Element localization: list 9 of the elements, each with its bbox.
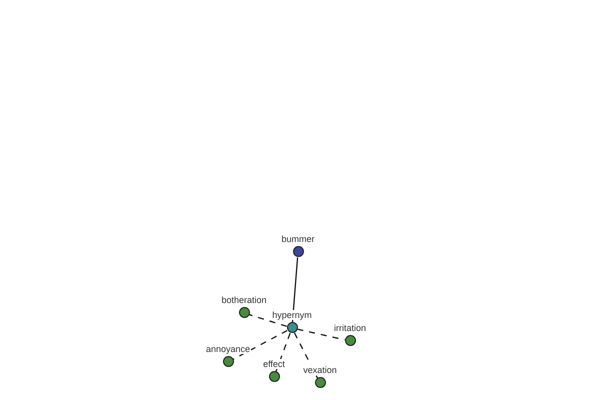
dashed-line: [275, 332, 291, 372]
node-label: vexation: [302, 365, 338, 375]
node-label: bummer: [280, 234, 316, 244]
node-label: irritation: [332, 323, 367, 333]
node-label: botheration: [220, 295, 268, 305]
dashed-line: [249, 314, 287, 327]
node-label: effect: [262, 359, 286, 369]
node-label: annoyance: [204, 344, 252, 354]
node-label: hypernym: [271, 310, 313, 320]
